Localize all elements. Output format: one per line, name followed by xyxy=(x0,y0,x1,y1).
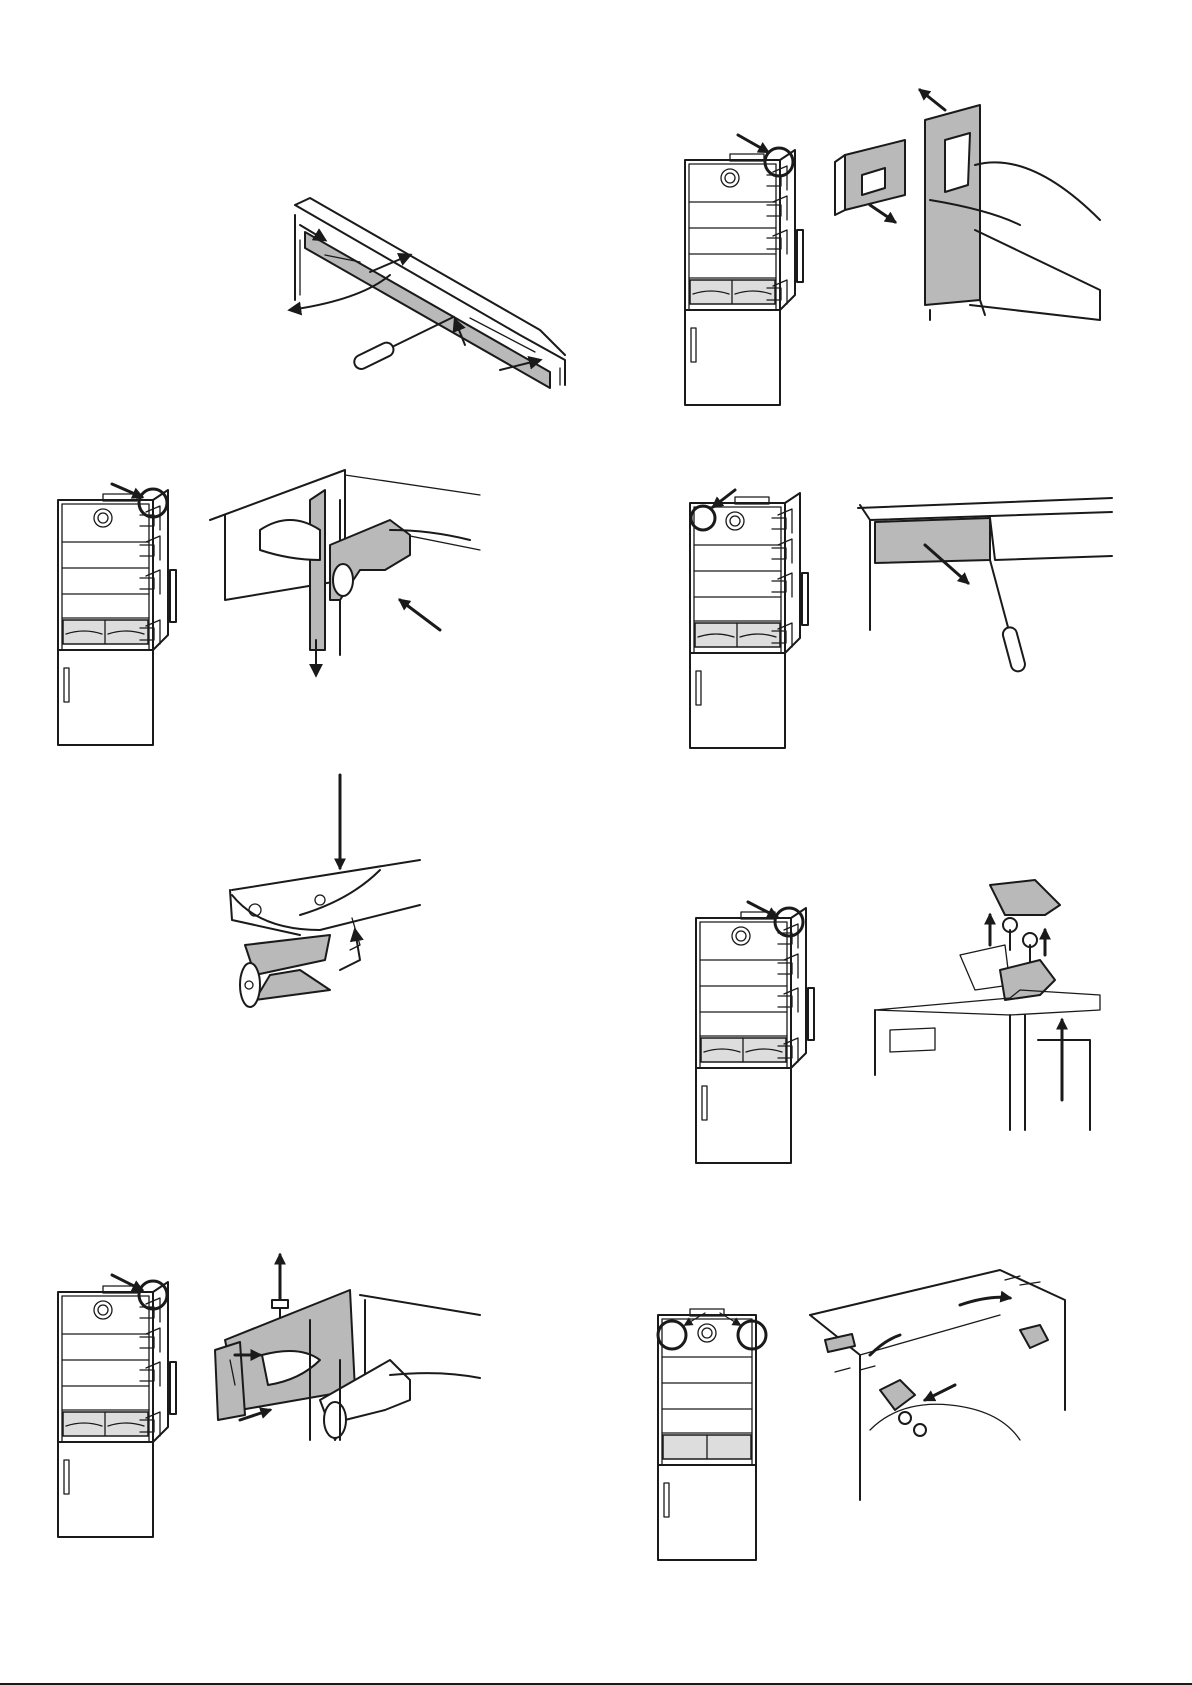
step-top-hinge-removal xyxy=(696,880,1100,1163)
arrow-icon xyxy=(748,902,777,917)
step-hinge-cover-removal xyxy=(685,90,1100,405)
fridge-icon xyxy=(58,490,176,745)
step-clip-insertion xyxy=(230,775,420,1007)
arrow-icon xyxy=(738,135,768,152)
fridge-icon xyxy=(696,908,814,1163)
arrow-icon xyxy=(713,490,735,507)
arrow-icon xyxy=(112,484,142,497)
screw-icon xyxy=(899,1412,926,1436)
fridge-icon xyxy=(690,493,808,748)
step-trim-strip-removal xyxy=(690,490,1112,748)
screwdriver-icon xyxy=(983,558,1026,673)
step-hinge-relocation xyxy=(658,1270,1065,1560)
arrow-icon xyxy=(112,1275,142,1290)
step-hinge-clip-release xyxy=(58,470,480,745)
fridge-icon xyxy=(658,1309,756,1560)
fridge-icon xyxy=(685,150,803,405)
fridge-icon xyxy=(58,1282,176,1537)
step-top-cover-removal xyxy=(290,198,565,388)
step-hinge-pin-removal xyxy=(58,1255,480,1537)
screw-icon xyxy=(1003,918,1037,965)
